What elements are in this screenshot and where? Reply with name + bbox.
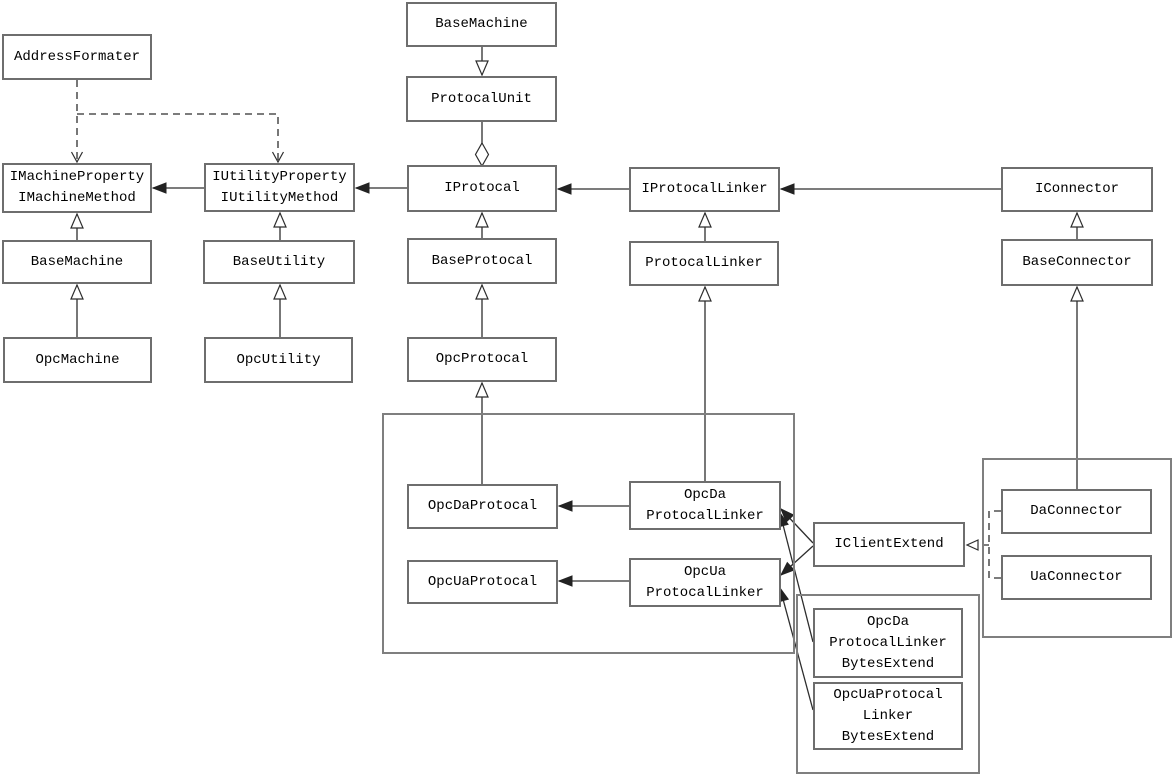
class-protocallinker: ProtocalLinker	[629, 241, 779, 286]
class-label: OpcMachine	[35, 351, 120, 368]
class-iconnector: IConnector	[1001, 167, 1153, 212]
class-label: IUtilityProperty IUtilityMethod	[212, 168, 347, 206]
class-label: DaConnector	[1030, 503, 1123, 519]
class-iprotocal: IProtocal	[407, 165, 557, 212]
class-label: AddressFormater	[13, 48, 141, 65]
class-opcprotocal: OpcProtocal	[407, 337, 557, 382]
class-uaconnector: UaConnector	[1001, 555, 1152, 600]
class-label: IProtocalLinker	[641, 181, 768, 197]
class-label: ProtocalUnit	[431, 90, 532, 107]
class-iclientextend: IClientExtend	[813, 522, 965, 567]
class-basemachine-top: BaseMachine	[406, 2, 557, 47]
class-label: OpcProtocal	[435, 351, 529, 367]
class-label: OpcDaProtocal	[427, 498, 538, 514]
class-label: IMachineProperty IMachineMethod	[9, 169, 145, 206]
class-label: OpcUtility	[236, 351, 321, 368]
class-opcua-protocallinker: OpcUa ProtocalLinker	[629, 558, 781, 607]
class-label: UaConnector	[1030, 569, 1123, 585]
class-label: OpcUaProtocal Linker BytesExtend	[833, 686, 943, 745]
class-label: BaseMachine	[435, 16, 528, 32]
edge-opcdabytes-to-opcdalinker	[777, 511, 814, 643]
class-protocalunit: ProtocalUnit	[406, 76, 557, 122]
class-opcuaprotocal-linker-bytesextend: OpcUaProtocal Linker BytesExtend	[813, 682, 963, 750]
class-opcdaprotocal: OpcDaProtocal	[407, 484, 558, 529]
class-label: BaseMachine	[30, 253, 124, 270]
class-label: IConnector	[1034, 181, 1119, 197]
class-basemachine-left: BaseMachine	[2, 240, 152, 284]
class-opcmachine: OpcMachine	[3, 337, 152, 383]
container-opc-protocal-group	[382, 413, 795, 654]
class-label: OpcUaProtocal	[427, 573, 538, 590]
container-connector-group	[982, 458, 1172, 638]
class-daconnector: DaConnector	[1001, 489, 1152, 534]
class-iprotocallinker: IProtocalLinker	[629, 167, 780, 212]
class-label: ProtocalLinker	[645, 255, 763, 271]
class-label: BaseUtility	[232, 253, 326, 270]
class-baseutility: BaseUtility	[203, 240, 355, 284]
edge-iclientextend-to-opcualinker	[779, 545, 814, 576]
class-addressformater: AddressFormater	[2, 34, 152, 80]
class-label: BaseProtocal	[431, 252, 533, 269]
class-label: IClientExtend	[834, 536, 944, 552]
edge-addressformater-to-iutility	[77, 113, 285, 164]
class-label: OpcUa ProtocalLinker	[646, 563, 764, 601]
class-imachineproperty-imachinemethod: IMachineProperty IMachineMethod	[2, 163, 152, 213]
edge-protocalunit-to-iprotocal-aggregation	[474, 122, 490, 168]
class-opcda-protocallinker-bytesextend: OpcDa ProtocalLinker BytesExtend	[813, 608, 963, 678]
class-label: BaseConnector	[1022, 254, 1132, 270]
container-bytesextend-group	[796, 594, 980, 774]
class-opcutility: OpcUtility	[204, 337, 353, 383]
class-label: OpcDa ProtocalLinker	[646, 486, 764, 524]
edge-connectors-to-iclientextend-realization	[965, 510, 1001, 579]
class-baseprotocal: BaseProtocal	[407, 238, 557, 284]
class-opcuaprotocal: OpcUaProtocal	[407, 560, 558, 604]
class-label: OpcDa ProtocalLinker BytesExtend	[829, 613, 947, 672]
class-label: IProtocal	[444, 180, 520, 196]
class-baseconnector: BaseConnector	[1001, 239, 1153, 286]
class-opcda-protocallinker: OpcDa ProtocalLinker	[629, 481, 781, 530]
class-iutilityproperty-iutilitymethod: IUtilityProperty IUtilityMethod	[204, 163, 355, 212]
